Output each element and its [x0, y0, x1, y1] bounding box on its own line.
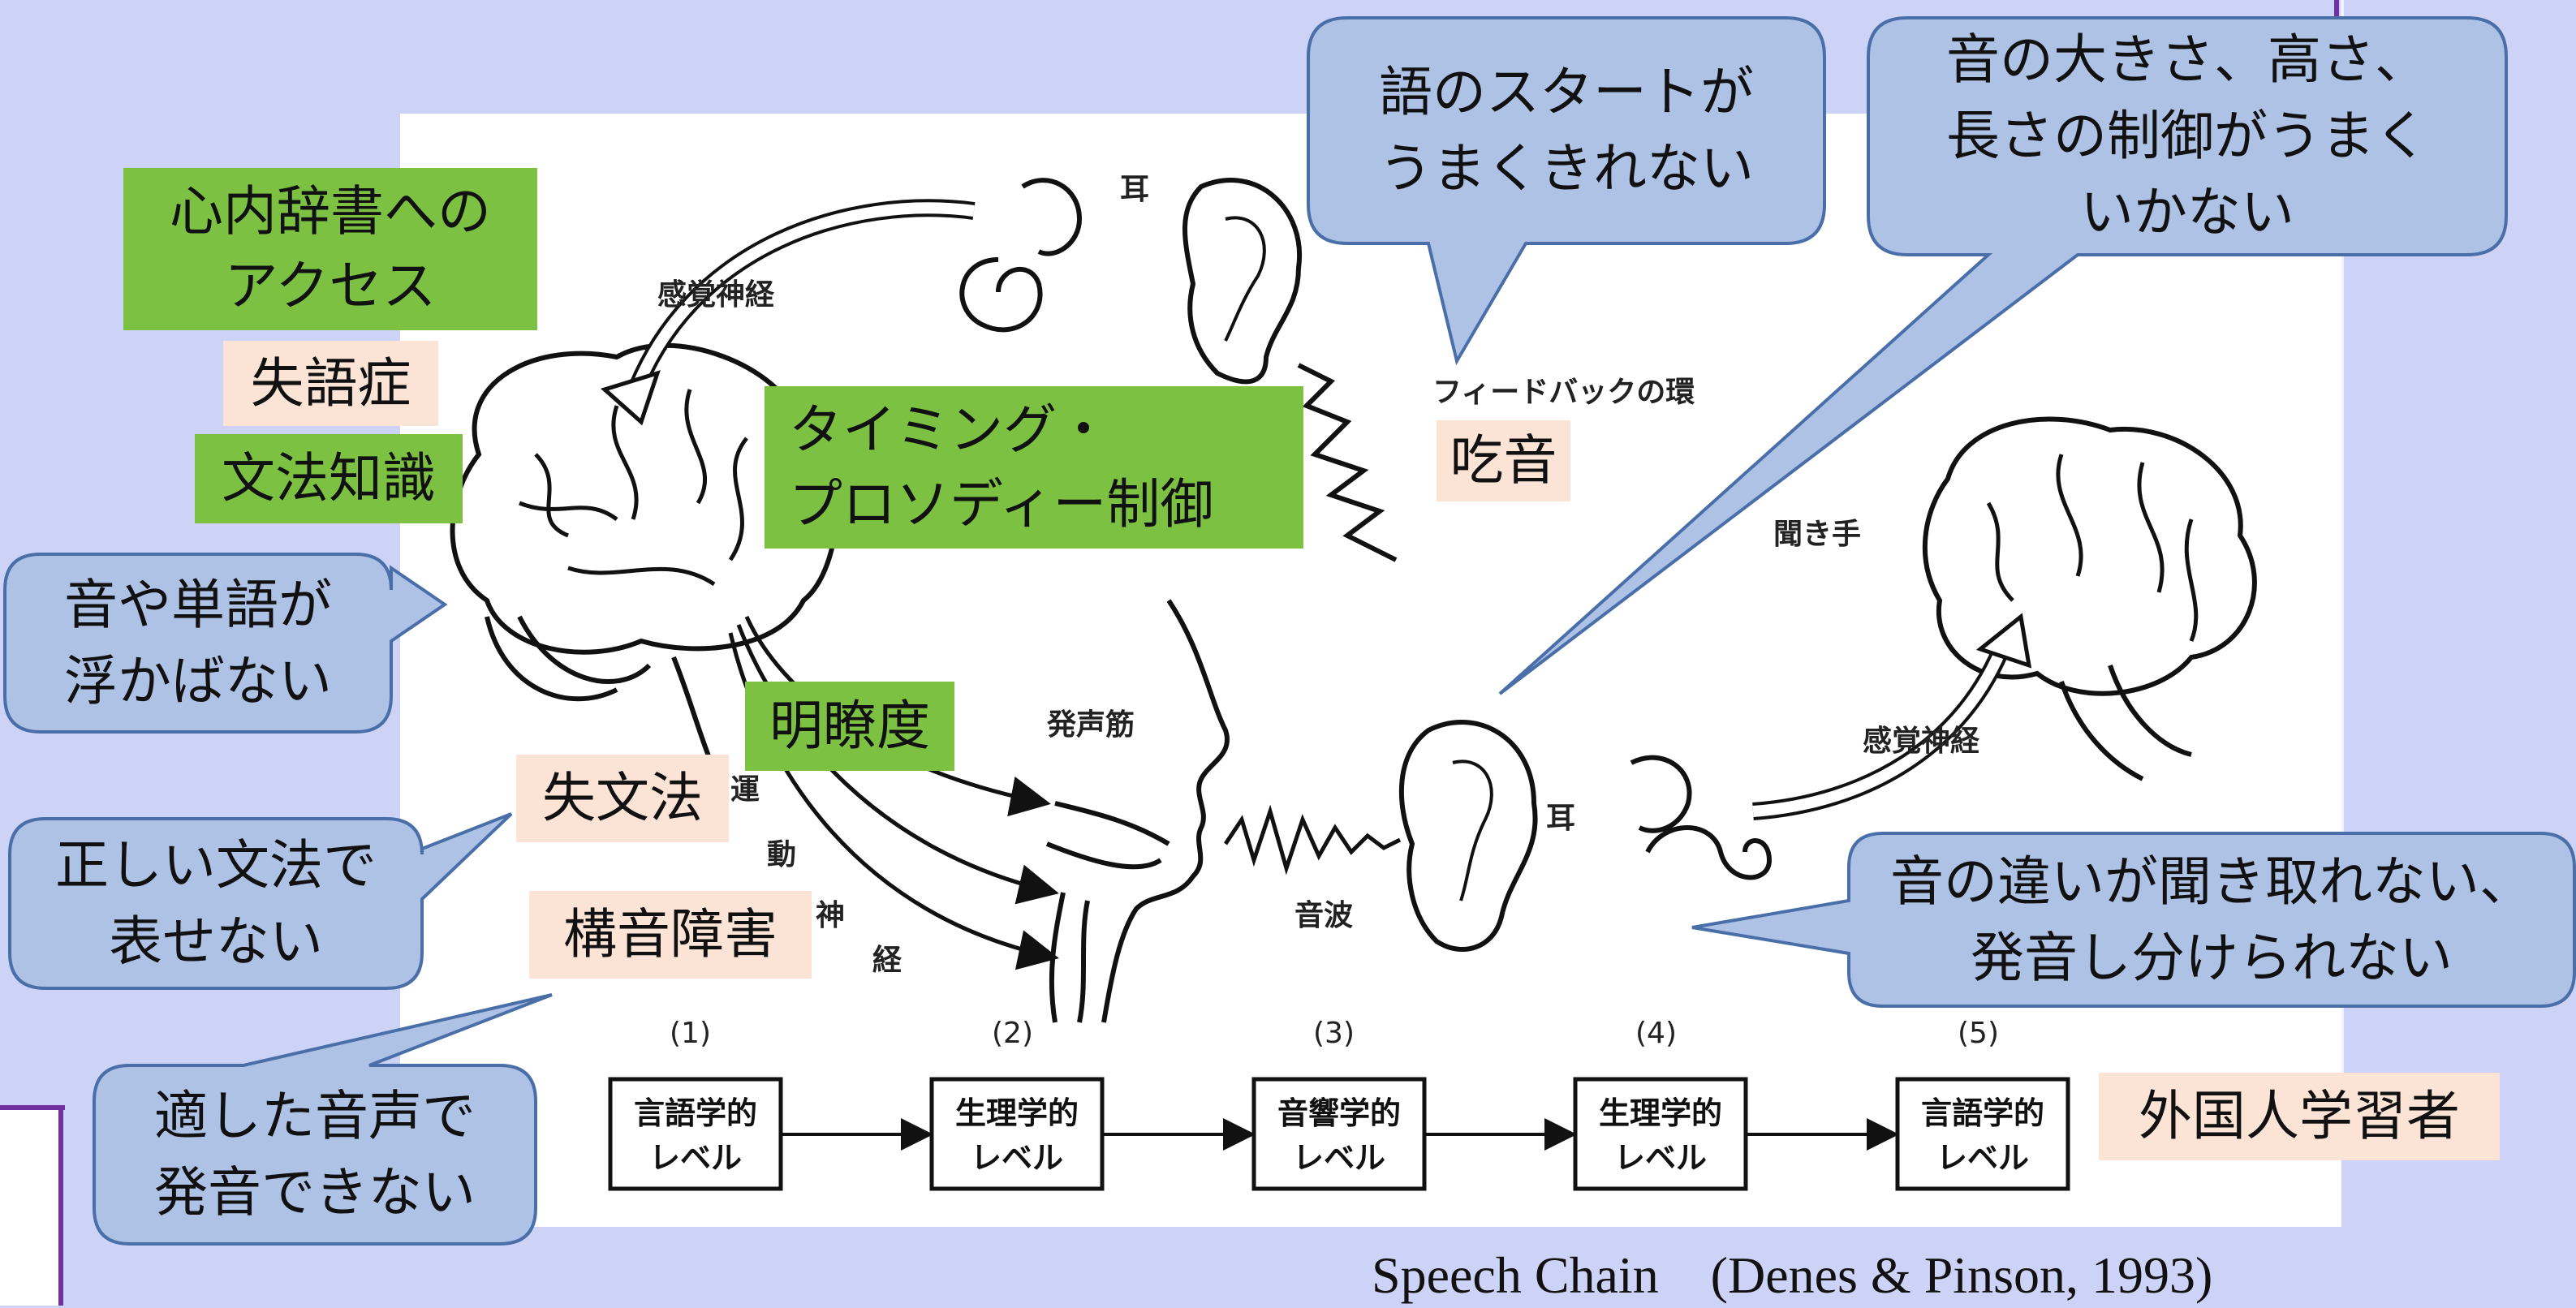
agrammatism-label: 失文法: [516, 755, 729, 842]
sound-wave-label: 音波: [1294, 899, 1353, 932]
motor-label-3: 神: [816, 899, 845, 932]
level-number: (1): [670, 1017, 711, 1050]
frame-left-horizontal: [0, 1105, 65, 1110]
callout-sound-difference: 音の違いが聞き取れない、 発音し分けられない: [1890, 850, 2533, 989]
ear-top-label: 耳: [1120, 173, 1149, 206]
grammar-knowledge-label: 文法知識: [195, 434, 463, 523]
callout-volume-pitch-shape: [1498, 16, 2508, 695]
level-box: [608, 1077, 783, 1191]
frame-left-vertical: [58, 1105, 63, 1306]
callout-words-shape: [3, 553, 448, 734]
speaker-brain-icon: [450, 342, 839, 772]
bottom-ear-icon: [1398, 720, 1538, 952]
top-cochlea-icon: [959, 178, 1083, 333]
level-box: [1251, 1077, 1427, 1191]
sound-wave: [1223, 804, 1402, 876]
level-box-line2: レベル: [1614, 1140, 1707, 1176]
level-box-line1: 言語学的: [634, 1095, 757, 1131]
sensory-nerve-top-label: 感覚神経: [657, 278, 775, 312]
callout-articulation: 適した音声で 発音できない: [154, 1085, 476, 1224]
articulation-disorder-label: 構音障害: [529, 891, 812, 979]
level-boxes: [608, 1077, 2070, 1191]
feedback-loop-label: フィードバックの環: [1432, 376, 1695, 409]
clarity-label: 明瞭度: [745, 682, 954, 771]
level-number: (2): [992, 1017, 1033, 1050]
timing-prosody-label: タイミング・ プロソディー制御: [765, 386, 1303, 549]
frame-left-panel: [0, 1110, 58, 1306]
level-number: (4): [1635, 1017, 1677, 1050]
stutter-label: 吃音: [1437, 420, 1570, 501]
callout-words-dont-come: 音や単語が 浮かばない: [64, 573, 332, 712]
callout-articulation-shape: [93, 993, 553, 1246]
level-numbers: (1) (2) (3) (4) (5): [670, 1017, 1999, 1050]
ear-bottom-label: 耳: [1546, 802, 1575, 835]
callout-grammar: 正しい文法で 表せない: [55, 833, 377, 973]
feedback-wave: [1297, 363, 1398, 562]
level-box-line2: レベル: [649, 1140, 742, 1176]
top-ear-icon: [1182, 178, 1303, 385]
vocal-muscles-label: 発声筋: [1047, 708, 1135, 742]
foreign-learner-label: 外国人学習者: [2099, 1073, 2500, 1160]
level-box-line1: 生理学的: [1599, 1095, 1722, 1131]
callout-grammar-shape: [8, 812, 513, 990]
level-number: (3): [1313, 1017, 1355, 1050]
aphasia-label: 失語症: [223, 341, 438, 426]
level-box-line1: 音響学的: [1277, 1095, 1401, 1131]
speaker-face-icon: [1045, 599, 1230, 1023]
callout-speech-start: 語のスタートが うまくきれない: [1379, 61, 1754, 200]
level-box-labels: 言語学的 レベル 生理学的 レベル 音響学的 レベル 生理学的 レベル 言語学的…: [634, 1095, 2044, 1176]
level-box-line2: レベル: [971, 1140, 1063, 1176]
level-box-line1: 言語学的: [1921, 1095, 2044, 1131]
listener-label: 聞き手: [1773, 518, 1861, 551]
motor-label-2: 動: [767, 838, 796, 871]
frame-right-line-shadow: [2341, 0, 2344, 1120]
level-box-line2: レベル: [1936, 1140, 2029, 1176]
lexicon-access-label: 心内辞書への アクセス: [123, 168, 537, 330]
motor-label-1: 運: [730, 773, 760, 807]
sensory-nerve-bottom-label: 感覚神経: [1863, 725, 1980, 758]
level-box-line2: レベル: [1293, 1140, 1385, 1176]
callout-volume-pitch: 音の大きさ、高さ、 長さの制御がうまく いかない: [1946, 28, 2428, 243]
callout-sound-difference-shape: [1691, 832, 2576, 1008]
figure-caption: Speech Chain (Denes & Pinson, 1993): [1372, 1246, 2213, 1304]
bottom-cochlea-icon: [1630, 755, 1773, 880]
level-box-line1: 生理学的: [955, 1095, 1079, 1131]
level-number: (5): [1958, 1017, 1999, 1050]
callout-speech-start-shape: [1307, 16, 1826, 366]
motor-label-4: 経: [872, 944, 902, 977]
